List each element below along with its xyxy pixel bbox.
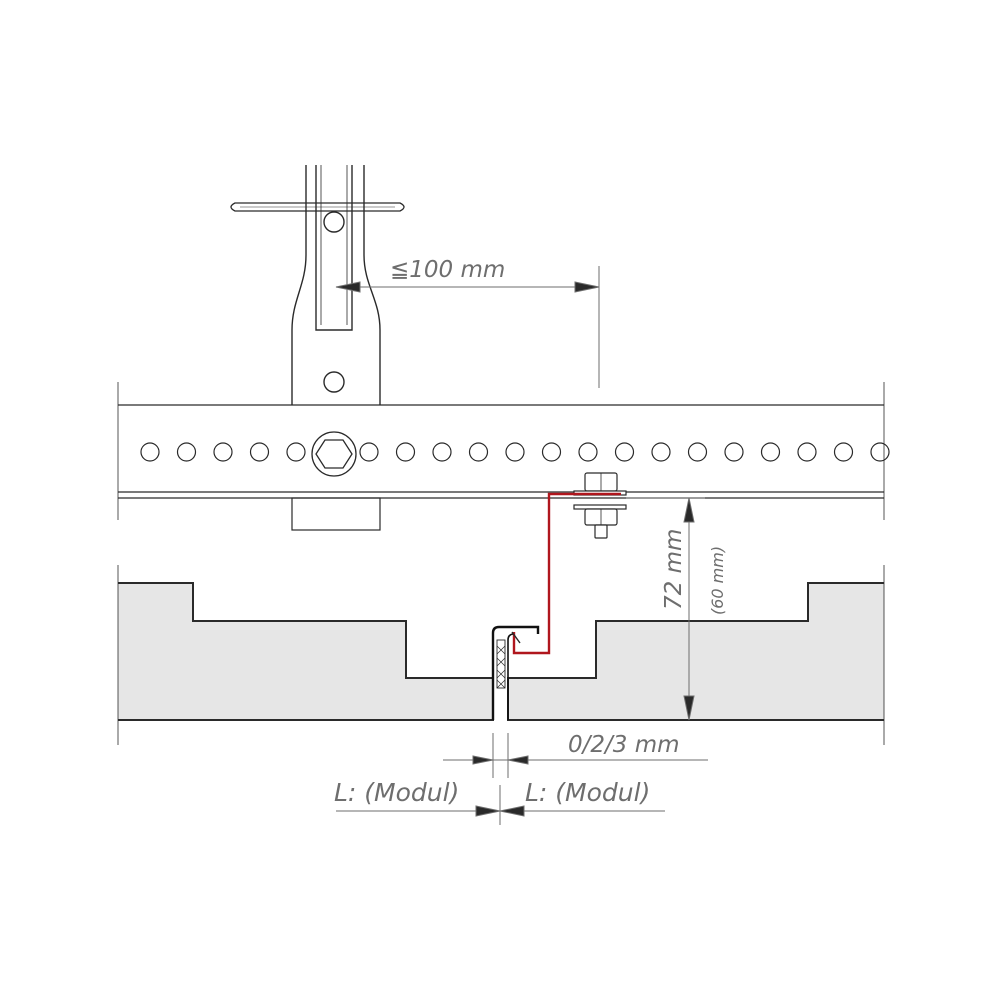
ceiling-panel-left — [118, 582, 494, 721]
rail-hole — [249, 442, 270, 462]
rail-hole — [687, 442, 708, 462]
rod-hole-upper — [323, 211, 345, 233]
rail-hole — [359, 442, 379, 462]
rail-hole — [614, 442, 635, 462]
rail-hole — [140, 442, 160, 462]
rail-hole — [505, 442, 525, 462]
dimension-height — [626, 497, 705, 721]
rail-hole — [432, 442, 452, 462]
rail-hole — [578, 442, 598, 462]
carrier-rail — [117, 382, 890, 520]
label-height-alt: (60 mm) — [708, 546, 727, 615]
rail-hole — [541, 442, 562, 462]
rail-hole — [797, 442, 817, 462]
rail-hole — [468, 442, 489, 462]
label-height-main: 72 mm — [661, 529, 687, 610]
label-gap: 0/2/3 mm — [568, 732, 680, 758]
label-module-left: L: (Modul) — [334, 778, 459, 807]
hex-bolt-icon — [311, 431, 357, 477]
rail-hole — [760, 442, 781, 462]
gasket-seal — [496, 639, 506, 689]
rail-hole — [395, 442, 416, 462]
bolt-nut-assembly — [573, 472, 627, 539]
dimension-module — [336, 785, 665, 825]
rail-hole — [724, 442, 744, 462]
rail-hole — [176, 442, 197, 462]
rail-hole — [213, 442, 233, 462]
rail-hole — [833, 442, 854, 462]
rod-hole-lower — [323, 371, 345, 393]
rail-hole — [286, 442, 306, 462]
dimension-max-distance — [335, 266, 600, 388]
rail-hole — [870, 442, 890, 462]
label-max-distance: ≦100 mm — [390, 257, 505, 283]
spring-clip — [230, 202, 405, 212]
hanger-bracket — [291, 497, 381, 531]
rail-hole — [651, 442, 671, 462]
label-module-right: L: (Modul) — [525, 778, 650, 807]
z-bracket-red — [511, 492, 621, 655]
hanger-rod — [291, 165, 381, 405]
rail-hole-row — [140, 442, 890, 462]
dimension-gap — [443, 733, 708, 778]
ceiling-panel-right — [507, 582, 884, 721]
